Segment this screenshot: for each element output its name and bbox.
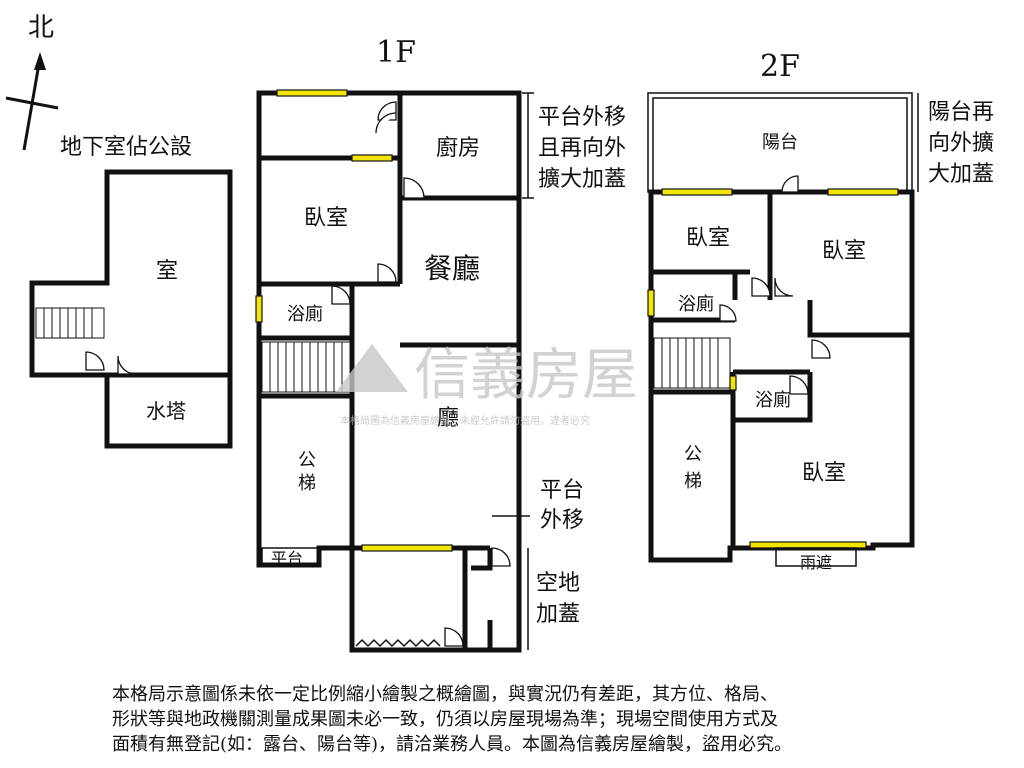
room-1f-bathroom: 浴廁 [287, 303, 323, 325]
room-1f-bedroom: 臥室 [304, 206, 348, 231]
watermark-logo-icon [336, 344, 408, 392]
basement-room-label: 室 [156, 259, 178, 284]
note-1f-ext-2: 且再向外 [538, 136, 626, 161]
note-2f-balcony-3: 大加蓋 [928, 162, 994, 187]
window-2f-nw [661, 188, 733, 196]
note-2f-balcony-2: 向外擴 [928, 131, 994, 156]
basement-door [85, 351, 105, 371]
floor2-plan: 2F [647, 49, 994, 572]
floor1-plan: 1F [255, 35, 626, 653]
north-label: 北 [28, 13, 54, 43]
disclaimer: 本格局示意圖係未依一定比例縮小繪製之概繪圖，與實況仍有差距，其方位、格局、 形狀… [112, 682, 932, 757]
floor2-outline [648, 189, 915, 563]
note-1f-platform-2: 外移 [540, 508, 584, 533]
door-2f-balcony [781, 175, 799, 193]
door-2f-bath-c [789, 375, 809, 395]
platform-1f-box [261, 547, 319, 567]
window-1f-bath [255, 295, 263, 323]
room-2f-stairs-2: 梯 [684, 471, 702, 492]
note-1f-platform-1: 平台 [540, 478, 584, 503]
room-1f-platform: 平台 [271, 549, 303, 568]
door-1f-bath [331, 285, 351, 305]
wall-2f-bed-ne-bottom [807, 300, 912, 338]
basement-outline [29, 169, 233, 449]
wall-1f-annex-notch [471, 548, 493, 571]
room-2f-stairs-1: 公 [684, 444, 702, 465]
room-1f-kitchen: 廚房 [436, 136, 480, 161]
disclaimer-line-1: 本格局示意圖係未依一定比例縮小繪製之概繪圖，與實況仍有差距，其方位、格局、 [112, 684, 778, 705]
window-2f-se [749, 541, 867, 549]
door-2f-bath-w [719, 304, 737, 322]
watermark-notice: 本格局圖為信義房屋繪製，未經允許請勿盜用，違者必究 [340, 414, 590, 427]
watermark-brand: 信義房屋 [414, 343, 638, 408]
water-tower-door [117, 355, 137, 375]
note-2f-balcony-1: 陽台再 [928, 100, 994, 125]
basement-stairs [35, 307, 105, 339]
window-2f-ne [827, 188, 899, 196]
room-2f-bathroom-w: 浴廁 [678, 293, 714, 315]
room-2f-canopy: 雨遮 [800, 553, 832, 572]
window-1f-top [276, 89, 348, 97]
door-2f-bed-ne [774, 277, 794, 297]
disclaimer-line-3: 面積有無登記(如：露台、陽台等)，請洽業務人員。本圖為信義房屋繪製，盜用必究。 [112, 734, 793, 755]
room-2f-bedroom-se: 臥室 [802, 461, 846, 486]
window-1f-bedroom [351, 154, 393, 162]
north-arrow-icon [34, 52, 46, 70]
room-2f-balcony: 陽台 [762, 132, 798, 153]
compass: 北 [5, 13, 59, 151]
floor1-title: 1F [376, 35, 416, 70]
window-1f-living [361, 544, 453, 552]
disclaimer-line-2: 形狀等與地政機關測量成果圖未必一致，仍須以房屋現場為準；現場空間使用方式及 [112, 709, 778, 730]
folding-door-1f [355, 638, 441, 648]
window-2f-bath-c [729, 375, 737, 391]
room-2f-bathroom-c: 浴廁 [755, 389, 791, 411]
note-1f-open-land-1: 空地 [536, 571, 580, 596]
window-2f-bath [647, 289, 655, 317]
note-1f-ext-3: 擴大加蓋 [538, 167, 626, 192]
canopy-2f-box [775, 547, 857, 567]
basement-plan: 地下室佔公設 室 水塔 [29, 135, 233, 449]
door-1f-bed-dining [377, 263, 397, 283]
door-1f-annex [444, 627, 464, 647]
water-tower-label: 水塔 [146, 399, 186, 423]
basement-note: 地下室佔公設 [60, 135, 192, 160]
room-1f-living: 廳 [437, 406, 459, 431]
stairs-2f [653, 337, 731, 389]
room-2f-bedroom-nw: 臥室 [686, 226, 730, 251]
note-1f-open-land-2: 加蓋 [536, 602, 580, 627]
room-1f-stairs-1: 公 [298, 450, 316, 471]
door-1f-annex-side [491, 547, 511, 567]
door-2f-bed-nw [751, 277, 771, 297]
wall-2f-bath-c-bottom [733, 372, 813, 423]
room-1f-dining: 餐廳 [424, 252, 480, 285]
floor-plan: 北 地下室佔公設 室 水塔 1F [5, 13, 994, 653]
wall-2f-stairs-bottom [651, 372, 736, 395]
door-1f-bedroom [375, 112, 397, 134]
floor2-title: 2F [760, 49, 800, 84]
stairs-1f [261, 341, 351, 393]
watermark: 信義房屋 本格局圖為信義房屋繪製，未經允許請勿盜用，違者必究 [336, 343, 638, 427]
door-1f-kitchen [403, 177, 425, 199]
compass-crossbar [5, 96, 59, 110]
room-1f-stairs-2: 梯 [298, 473, 316, 494]
note-1f-ext-1: 平台外移 [538, 105, 626, 130]
door-2f-bed-se [811, 339, 831, 359]
room-2f-bedroom-ne: 臥室 [822, 239, 866, 264]
